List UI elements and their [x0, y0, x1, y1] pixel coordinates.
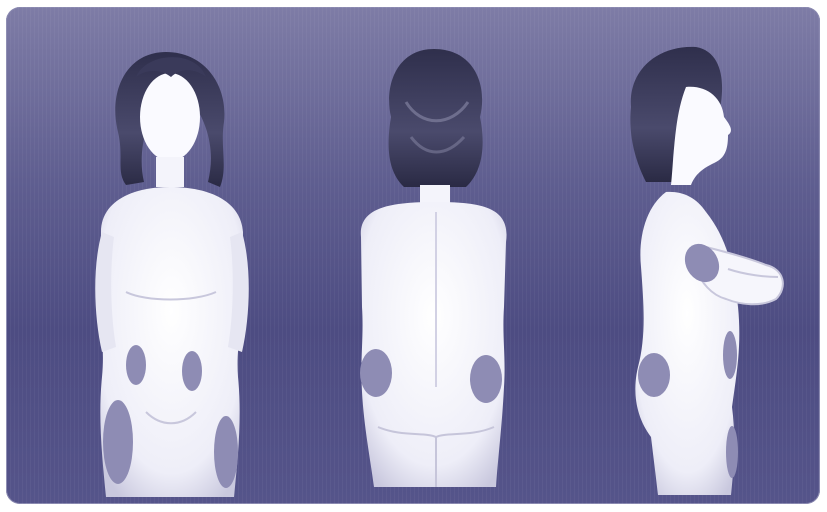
side-abdomen-site: [723, 331, 737, 379]
back-hair: [389, 49, 483, 187]
back-torso: [361, 202, 507, 487]
side-buttock-site: [638, 353, 670, 397]
side-view-figure: [630, 47, 782, 495]
side-torso: [635, 192, 739, 495]
front-face: [140, 73, 200, 161]
front-view-figure: [95, 52, 249, 497]
front-thigh-site-right: [214, 416, 238, 488]
body-figures-illustration: [6, 7, 820, 504]
front-abdomen-site-right: [182, 351, 202, 391]
illustration-panel: [6, 7, 820, 504]
back-hip-site-right: [470, 355, 502, 403]
side-thigh-site: [726, 426, 738, 478]
back-view-figure: [360, 49, 507, 487]
front-thigh-site-left: [103, 400, 133, 484]
back-hip-site-left: [360, 349, 392, 397]
front-abdomen-site-left: [126, 345, 146, 385]
